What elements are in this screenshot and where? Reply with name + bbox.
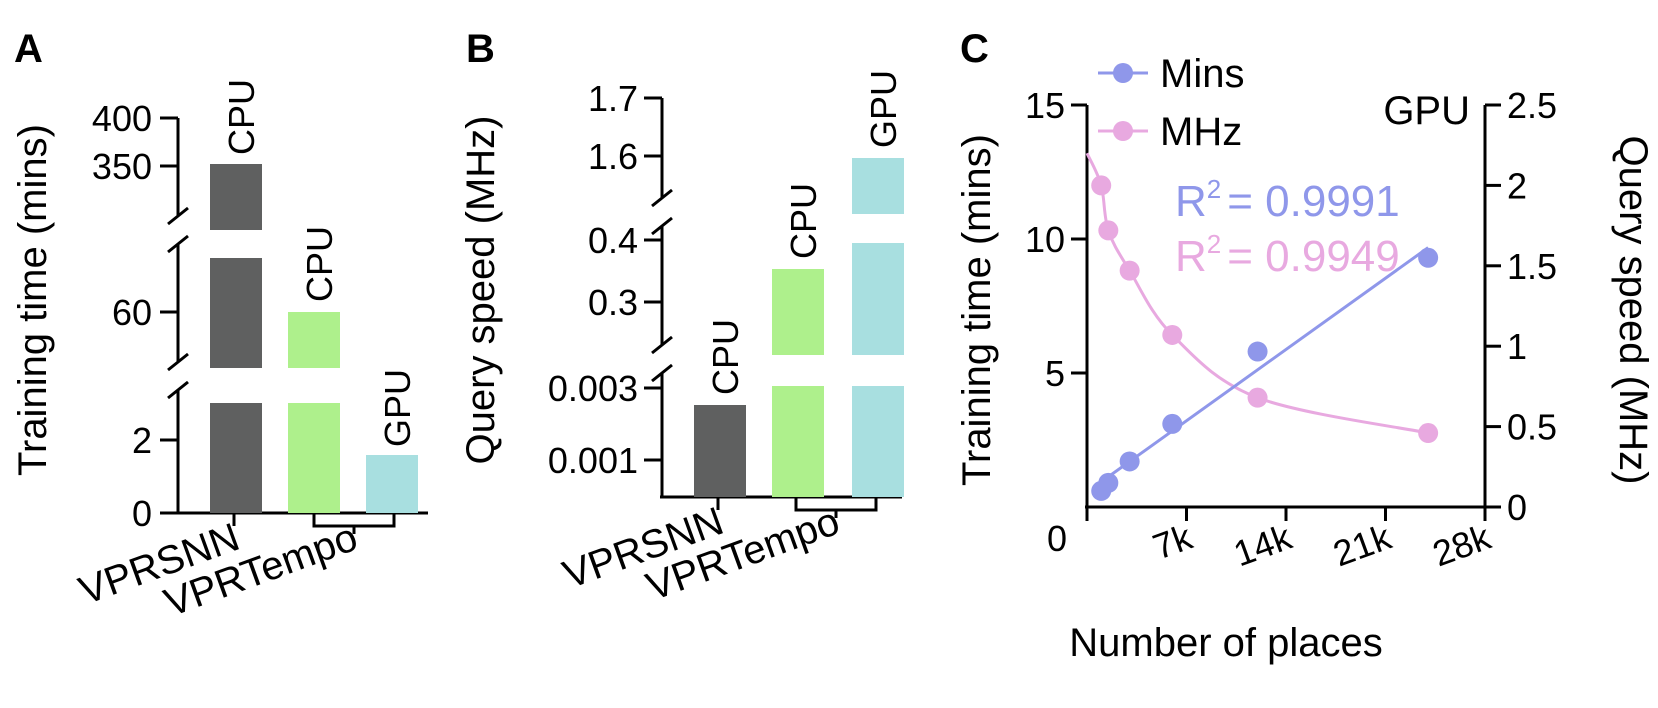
- panel-c-ylabel-right: Query speed (MHz): [1611, 136, 1655, 485]
- panel-a: A Training time (mins) 400 350 60 2 0: [11, 27, 428, 625]
- panel-c-x-tick-label: 28k: [1427, 516, 1497, 575]
- panel-b-bar-vprtempo-cpu: [772, 269, 824, 355]
- r-squared-mins-value: = 0.9991: [1227, 177, 1400, 226]
- panel-b-bar-vprtempo-gpu: [852, 158, 904, 214]
- panel-a-bar-label: CPU: [299, 226, 340, 302]
- panel-a-tick-label: 2: [132, 420, 152, 461]
- panel-c-x-tick-label: 7k: [1147, 516, 1198, 568]
- panel-a-bar-vprtempo-cpu: [288, 403, 340, 513]
- panel-a-ylabel: Training time (mins): [11, 124, 55, 476]
- panel-b-bar-vprtempo-gpu: [852, 243, 904, 355]
- mhz-point: [1091, 175, 1112, 196]
- panel-b-tick-label: 0.003: [548, 368, 638, 409]
- mhz-point: [1247, 387, 1268, 408]
- panel-c-ylabel-left: Training time (mins): [955, 134, 999, 486]
- panel-b-ylabel: Query speed (MHz): [459, 116, 503, 465]
- r-squared-mins-r: R: [1175, 177, 1207, 226]
- mhz-points: [1091, 175, 1439, 444]
- panel-a-bar-vprsnn-cpu: [210, 403, 262, 513]
- panel-c-right-tick-label: 2: [1507, 165, 1527, 206]
- r-squared-mhz-sup: 2: [1207, 229, 1221, 259]
- panel-b-bar-vprsnn-cpu: [694, 405, 746, 497]
- panel-c-x-tick-label: 0: [1047, 518, 1067, 559]
- panel-a-break-mark: [167, 380, 189, 400]
- mins-point: [1098, 472, 1119, 493]
- panel-b-tick-label: 0.001: [548, 440, 638, 481]
- panel-c: C Training time (mins) Query speed (MHz)…: [955, 27, 1655, 665]
- mhz-point: [1119, 260, 1140, 281]
- panel-c-ticks: 0 7k 14k 21k 28k 15 10 5 2.5 2 1.5 1 0.5 0: [1025, 85, 1557, 574]
- panel-a-break-mark: [167, 234, 189, 254]
- panel-b-tick-label: 0.4: [588, 220, 638, 261]
- panel-b-bar-label: CPU: [705, 319, 746, 395]
- panel-c-right-tick-label: 0.5: [1507, 407, 1557, 448]
- panel-b-tick-label: 1.7: [588, 78, 638, 119]
- panel-b-bar-vprtempo-cpu: [772, 386, 824, 497]
- panel-a-bar-label: GPU: [377, 369, 418, 447]
- panel-c-left-tick-label: 15: [1025, 85, 1065, 126]
- panel-a-letter: A: [14, 27, 43, 71]
- r-squared-mhz: R2= 0.9949: [1175, 229, 1400, 281]
- r-squared-mins-sup: 2: [1207, 174, 1221, 204]
- panel-a-tick-label: 0: [132, 493, 152, 534]
- panel-a-tick-label: 350: [92, 146, 152, 187]
- legend-mins-label: Mins: [1160, 52, 1244, 96]
- panel-c-x-tick-label: 14k: [1228, 516, 1298, 575]
- mhz-point: [1418, 423, 1439, 444]
- r-squared-mhz-value: = 0.9949: [1227, 232, 1400, 281]
- panel-c-left-tick-label: 5: [1045, 353, 1065, 394]
- panel-a-break-mark: [167, 206, 189, 226]
- panel-b-bar-vprtempo-gpu: [852, 386, 904, 497]
- panel-a-tick-label: 400: [92, 98, 152, 139]
- mhz-point: [1162, 324, 1183, 345]
- panel-c-right-tick-label: 2.5: [1507, 85, 1557, 126]
- panel-b-break-mark: [651, 363, 673, 383]
- mins-point: [1247, 341, 1268, 362]
- panel-a-tick-label: 60: [112, 292, 152, 333]
- panel-a-bar-vprsnn-cpu: [210, 258, 262, 368]
- panel-c-axes: [1085, 105, 1487, 509]
- panel-c-legend: Mins MHz: [1098, 52, 1244, 154]
- panel-b-break-mark: [651, 216, 673, 236]
- panel-c-corner-label: GPU: [1383, 89, 1470, 133]
- panel-c-right-tick-label: 0: [1507, 487, 1527, 528]
- panel-b-bar-label: GPU: [863, 70, 904, 148]
- legend-mhz-marker: [1113, 121, 1133, 141]
- panel-b-break-mark: [651, 188, 673, 208]
- r-squared-mhz-r: R: [1175, 232, 1207, 281]
- panel-a-bar-vprtempo-cpu: [288, 312, 340, 368]
- mhz-point: [1098, 220, 1119, 241]
- panel-c-right-tick-label: 1: [1507, 326, 1527, 367]
- panel-b-tick-label: 0.3: [588, 282, 638, 323]
- panel-c-xlabel: Number of places: [1069, 621, 1382, 665]
- legend-mhz-label: MHz: [1160, 110, 1242, 154]
- legend-mins-marker: [1113, 63, 1133, 83]
- panel-a-bar-vprtempo-gpu: [366, 455, 418, 513]
- panel-b-tick-label: 1.6: [588, 136, 638, 177]
- panel-a-bar-label: CPU: [221, 79, 262, 155]
- panel-c-x-tick-label: 21k: [1328, 516, 1398, 575]
- panel-c-left-tick-label: 10: [1025, 219, 1065, 260]
- panel-b-letter: B: [466, 27, 495, 71]
- mins-fit-line: [1100, 246, 1430, 484]
- panel-c-right-tick-label: 1.5: [1507, 246, 1557, 287]
- panel-a-bar-vprsnn-cpu: [210, 164, 262, 230]
- mins-points: [1091, 247, 1439, 501]
- r-squared-mins: R2= 0.9991: [1175, 174, 1400, 226]
- mins-point: [1162, 413, 1183, 434]
- panel-b-break-mark: [651, 335, 673, 355]
- mins-point: [1119, 451, 1140, 472]
- panel-c-letter: C: [960, 27, 989, 71]
- mins-point: [1418, 247, 1439, 268]
- panel-b-bar-label: CPU: [783, 183, 824, 259]
- panel-a-break-mark: [167, 352, 189, 372]
- panel-b-y-axis: [644, 96, 902, 518]
- panel-b: B Query speed (MHz) 1.7 1.6 0.4 0.3 0.00…: [459, 27, 904, 609]
